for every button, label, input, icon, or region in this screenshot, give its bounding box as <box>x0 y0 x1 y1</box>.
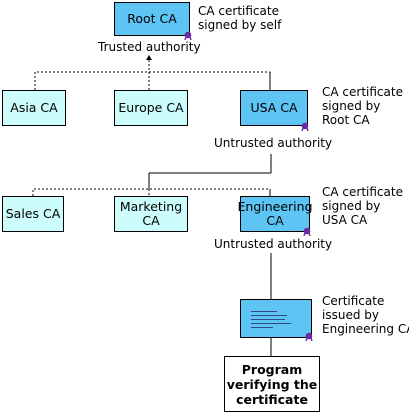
usa-ca-label: USA CA <box>250 100 298 115</box>
engineering-ca-label: Engineering CA <box>238 200 313 228</box>
note-line: Engineering CA <box>322 322 409 336</box>
engineering-ca-note: CA certificate signed by USA CA <box>322 185 403 227</box>
label-line: certificate <box>236 391 308 407</box>
root-ca-label: Root CA <box>127 11 177 26</box>
marketing-ca-box: Marketing CA <box>114 196 188 232</box>
usa-ca-note: CA certificate signed by Root CA <box>322 85 403 127</box>
note-line: CA certificate <box>322 185 403 199</box>
trusted-authority-caption: Trusted authority <box>98 40 201 54</box>
note-line: signed by <box>322 99 381 113</box>
label-line: verifying the <box>226 376 318 392</box>
engineering-ca-box: Engineering CA <box>238 196 313 232</box>
text-line <box>251 315 287 316</box>
label-line: Program <box>241 361 303 377</box>
text-line <box>251 323 291 324</box>
untrusted-authority-caption: Untrusted authority <box>214 237 333 251</box>
text-line <box>251 327 273 328</box>
program-box: Program verifying the certificate <box>224 356 320 412</box>
europe-ca-label: Europe CA <box>118 100 184 115</box>
label-line: Engineering <box>237 199 313 214</box>
asia-ca-label: Asia CA <box>10 100 58 115</box>
note-line: USA CA <box>322 213 368 227</box>
program-label: Program verifying the certificate <box>227 362 318 407</box>
label-line: Marketing <box>119 199 183 214</box>
sales-ca-box: Sales CA <box>2 196 64 232</box>
marketing-ca-label: Marketing CA <box>120 200 182 228</box>
root-ca-box: Root CA <box>114 2 190 36</box>
seal-icon <box>305 332 313 341</box>
europe-ca-box: Europe CA <box>114 90 188 126</box>
note-line: CA certificate <box>322 85 403 99</box>
note-line: signed by self <box>198 18 282 32</box>
arrow-up-icon <box>146 55 152 60</box>
level2-dashed-bus <box>34 71 270 90</box>
root-ca-note: CA certificate signed by self <box>198 4 281 32</box>
level3-dashed-bus <box>32 188 270 196</box>
note-line: signed by <box>322 199 381 213</box>
seal-icon <box>303 227 311 236</box>
note-line: Root CA <box>322 113 370 127</box>
asia-ca-box: Asia CA <box>2 90 66 126</box>
note-line: CA certificate <box>198 4 279 18</box>
usa-ca-box: USA CA <box>240 90 308 126</box>
seal-icon <box>184 31 192 40</box>
label-line: CA <box>142 213 160 228</box>
note-line: issued by <box>322 308 379 322</box>
untrusted-authority-caption: Untrusted authority <box>214 136 333 150</box>
certificate-note: Certificate issued by Engineering CA <box>322 294 409 336</box>
seal-icon <box>301 122 309 131</box>
certificate-document-icon <box>240 299 312 338</box>
label-line: CA <box>266 213 284 228</box>
text-line <box>251 311 277 312</box>
note-line: Certificate <box>322 294 385 308</box>
sales-ca-label: Sales CA <box>5 206 61 221</box>
text-line <box>251 319 285 320</box>
